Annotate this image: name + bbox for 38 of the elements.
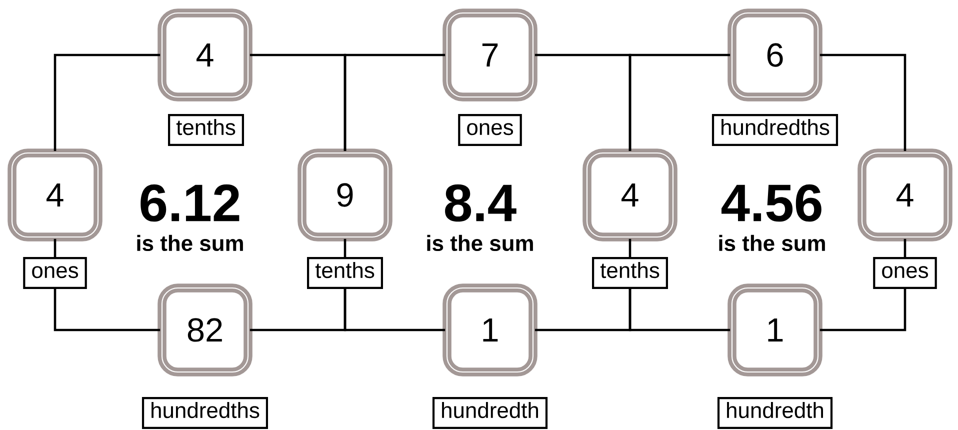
connector-line: [820, 288, 906, 332]
connector-line: [904, 238, 906, 257]
number-box: 4: [582, 148, 678, 242]
connector-line: [628, 238, 632, 257]
number-box: 4: [8, 148, 102, 242]
label-box: tenths: [168, 114, 244, 146]
label-box: hundredths: [142, 397, 268, 429]
connector-line: [54, 288, 160, 332]
label-box: tenths: [592, 257, 668, 289]
number-box: 4: [158, 8, 252, 102]
connector-line: [820, 54, 906, 152]
sum-value: 4.56: [722, 184, 822, 222]
number-box: 7: [442, 8, 538, 102]
number-box: 1: [728, 284, 822, 376]
number-box: 4: [858, 148, 952, 242]
sum-caption: is the sum: [719, 234, 825, 252]
label-box: hundredth: [432, 397, 548, 429]
connector-line: [54, 54, 160, 152]
sum-caption: is the sum: [137, 234, 243, 252]
sum-value: 8.4: [445, 184, 516, 222]
connector-line: [628, 288, 730, 332]
number-box: 1: [442, 284, 538, 376]
number-box: 9: [298, 148, 392, 242]
sum-value: 6.12: [140, 184, 240, 222]
number-box: 6: [728, 8, 822, 102]
connector-line: [344, 238, 346, 257]
label-box: ones: [458, 114, 522, 146]
sum-caption: is the sum: [427, 234, 533, 252]
connector-line: [344, 288, 446, 332]
label-box: ones: [873, 257, 937, 289]
connector-line: [344, 54, 446, 152]
label-box: tenths: [307, 257, 383, 289]
connector-line: [54, 238, 56, 257]
connector-line: [628, 54, 730, 152]
label-box: ones: [23, 257, 87, 289]
label-box: hundredths: [712, 114, 838, 146]
label-box: hundredth: [717, 397, 833, 429]
number-box: 82: [158, 284, 252, 376]
